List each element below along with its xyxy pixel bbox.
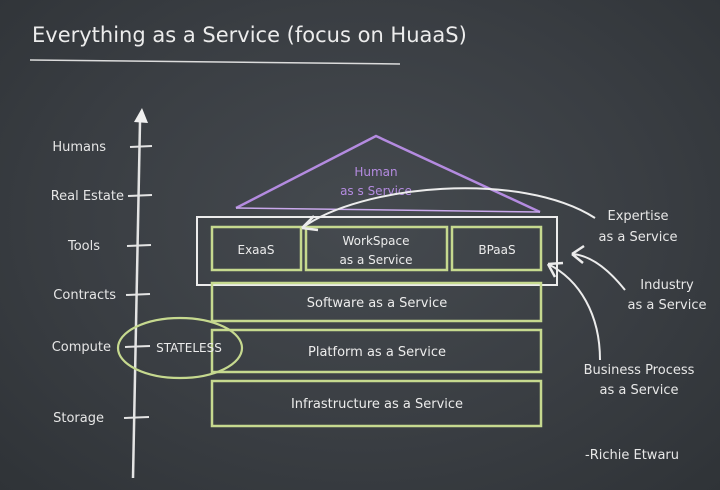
roof-label-line2: as s Service xyxy=(340,184,412,198)
tools-frame xyxy=(196,216,558,286)
exaas-label: ExaaS xyxy=(237,243,274,257)
paas-layer xyxy=(210,328,543,374)
bpaas-label: BPaaS xyxy=(478,243,515,257)
tools-boxes xyxy=(210,225,543,272)
bp-label-line1: Business Process xyxy=(584,363,695,378)
iaas-layer xyxy=(210,379,543,428)
axis-label-humans: Humans xyxy=(52,140,106,155)
paas-label: Platform as a Service xyxy=(308,345,446,360)
workspace-label-line2: as a Service xyxy=(340,253,413,267)
axis-label-contracts: Contracts xyxy=(53,288,116,303)
iaas-label: Infrastructure as a Service xyxy=(291,397,463,412)
axis-arrowhead xyxy=(134,108,148,123)
page-title: Everything as a Service (focus on HuaaS) xyxy=(32,23,467,47)
axis-label-compute: Compute xyxy=(52,340,111,355)
stateless-label: STATELESS xyxy=(156,341,222,355)
expertise-label-line1: Expertise xyxy=(608,209,669,224)
axis-label-tools: Tools xyxy=(67,239,100,254)
workspace-label-line1: WorkSpace xyxy=(343,234,410,248)
bp-label-line2: as a Service xyxy=(599,383,678,398)
industry-label-line1: Industry xyxy=(640,278,694,293)
expertise-label-line2: as a Service xyxy=(598,230,677,245)
saas-layer xyxy=(210,281,543,323)
workspace-box xyxy=(304,225,449,272)
signature: -Richie Etwaru xyxy=(585,448,679,463)
vertical-axis xyxy=(123,108,153,479)
axis-label-real-estate: Real Estate xyxy=(51,189,124,204)
roof-label-line1: Human xyxy=(354,165,397,179)
stateless-ellipse xyxy=(116,316,244,380)
industry-label-line2: as a Service xyxy=(627,298,706,313)
title-underline xyxy=(29,59,401,65)
axis-label-storage: Storage xyxy=(53,411,104,426)
human-roof: Human as s Service xyxy=(235,134,541,214)
saas-label: Software as a Service xyxy=(307,296,447,311)
exaas-box xyxy=(210,225,303,272)
bpaas-box xyxy=(450,225,543,272)
annotation-arrows xyxy=(301,187,626,361)
